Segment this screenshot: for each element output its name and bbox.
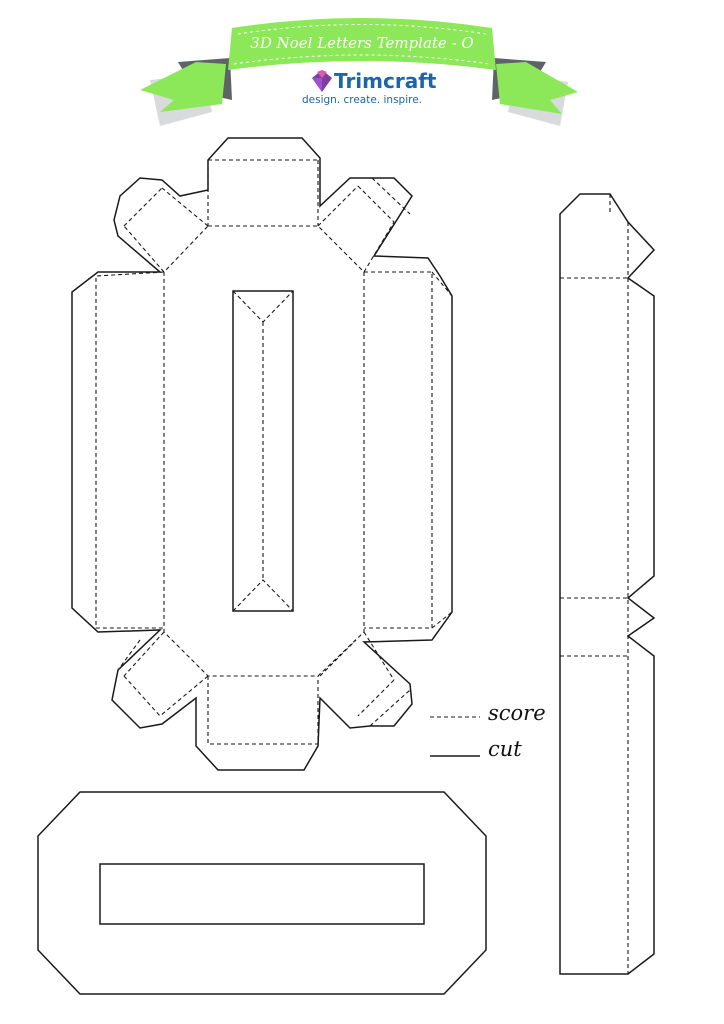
octagon-score <box>163 225 365 677</box>
letter-o-net <box>71 137 453 771</box>
score-label: score <box>488 701 546 725</box>
gem-icon <box>312 70 332 92</box>
brand-tagline: design. create. inspire. <box>302 94 422 106</box>
banner-tail-right <box>496 62 578 114</box>
back-face-piece <box>37 791 487 995</box>
back-face-inner-cut <box>99 863 425 925</box>
legend: score cut <box>430 701 546 761</box>
banner-tail-left <box>140 62 226 112</box>
header-banner: 3D Noel Letters Template - O <box>140 18 578 126</box>
brand-name: Trimcraft <box>334 69 437 93</box>
side-strip-cut <box>559 193 656 975</box>
back-face-outer-cut <box>37 791 487 995</box>
brand-logo: Trimcraft design. create. inspire. <box>302 69 437 106</box>
net-outer-cut <box>71 137 453 771</box>
side-strip-piece <box>559 193 656 975</box>
banner-title: 3D Noel Letters Template - O <box>250 34 473 52</box>
cut-label: cut <box>488 737 522 761</box>
